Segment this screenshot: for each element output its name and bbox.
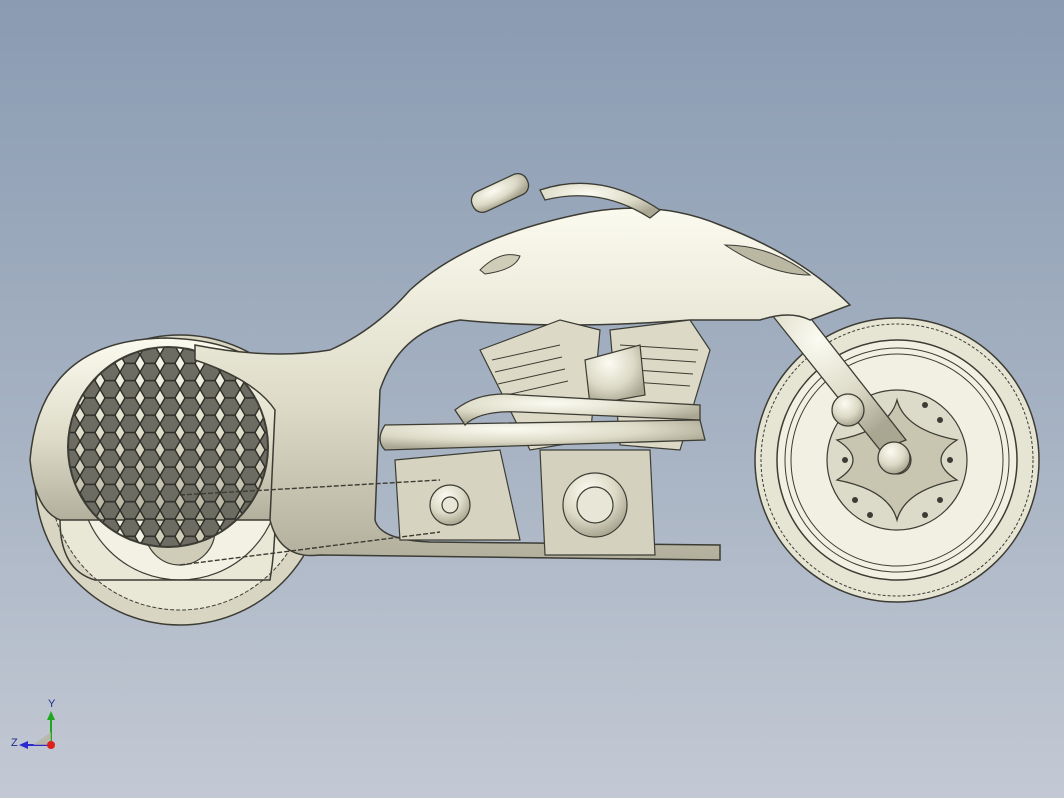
transmission[interactable] [394, 449, 521, 541]
frame-body[interactable] [194, 207, 852, 561]
triad-y-label: Y [48, 698, 56, 710]
x-axis-dot [47, 741, 55, 749]
coordinate-triad: Y Z [8, 698, 68, 760]
front-fork[interactable] [758, 291, 911, 475]
handlebar[interactable] [468, 170, 662, 219]
triad-z-label: Z [11, 737, 18, 749]
rear-fender[interactable] [29, 337, 301, 581]
drive-chain [179, 479, 441, 566]
hex-mesh-grille [67, 346, 269, 548]
air-intake [584, 344, 646, 406]
exhaust-pipes[interactable] [379, 393, 706, 451]
